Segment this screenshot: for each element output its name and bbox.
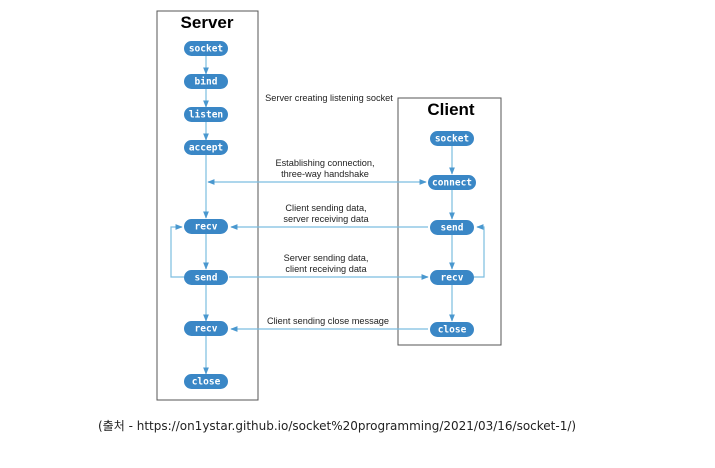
client-node-send-label: send [441,223,464,234]
server-node-bind: bind [184,74,228,89]
label-close-message: Client sending close message [267,316,389,326]
server-node-send-label: send [195,273,218,284]
client-loop-line [474,224,485,278]
server-loop-line [170,224,184,278]
client-node-send: send [430,220,474,235]
client-node-recv: recv [430,270,474,285]
label-handshake-line1: Establishing connection, [275,158,374,168]
server-node-accept-label: accept [189,143,223,154]
server-node-recv: recv [184,219,228,234]
server-title: Server [181,13,234,32]
server-node-recv-final: recv [184,321,228,336]
server-node-recv-final-label: recv [195,324,218,335]
client-title: Client [427,100,475,119]
label-handshake-line2: three-way handshake [281,169,369,179]
label-client-send-line1: Client sending data, [285,203,366,213]
label-client-send-line2: server receiving data [283,214,369,224]
label-server-send-line1: Server sending data, [284,253,369,263]
source-caption: (출처 - https://on1ystar.github.io/socket%… [98,419,577,433]
server-node-listen-label: listen [189,110,223,121]
server-node-recv-label: recv [195,222,218,233]
client-node-socket-label: socket [435,134,469,145]
server-node-send: send [184,270,228,285]
server-node-listen: listen [184,107,228,122]
client-frame [397,97,502,346]
client-node-recv-label: recv [441,273,464,284]
label-listening-socket: Server creating listening socket [265,93,393,103]
server-node-bind-label: bind [195,77,218,88]
client-node-socket: socket [430,131,474,146]
server-node-socket-label: socket [189,44,223,55]
server-node-socket: socket [184,41,228,56]
client-node-close: close [430,322,474,337]
client-node-connect: connect [428,175,476,190]
server-node-close: close [184,374,228,389]
client-node-connect-label: connect [432,178,472,189]
server-node-accept: accept [184,140,228,155]
server-frame [156,10,259,401]
server-node-close-label: close [192,377,221,388]
client-node-close-label: close [438,325,467,336]
label-server-send-line2: client receiving data [285,264,367,274]
